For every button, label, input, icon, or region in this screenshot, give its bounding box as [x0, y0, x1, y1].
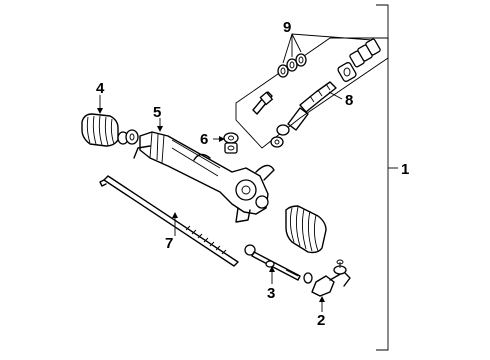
callout-2: 2 [317, 312, 325, 329]
callout-6: 6 [200, 131, 208, 148]
valve-housing [270, 107, 309, 148]
pinion-valve-group [252, 81, 343, 148]
assembly-bracket [376, 4, 398, 351]
seal-bushing [337, 62, 357, 82]
mounting-bolt [223, 132, 239, 154]
rack-housing [133, 131, 275, 223]
seal-ring [277, 64, 289, 78]
callout-labels: 1 2 3 4 5 6 7 8 9 [96, 19, 409, 329]
callout-7: 7 [165, 235, 173, 252]
inner-boot-left [81, 113, 129, 147]
callout-4: 4 [96, 80, 105, 97]
rack-bushing [125, 129, 139, 145]
seal-kit-group [277, 33, 381, 82]
seal-stack [349, 38, 381, 68]
steering-rack-bar [99, 175, 239, 267]
callout-9: 9 [283, 19, 291, 36]
callout-5: 5 [153, 104, 161, 121]
outer-tie-rod-end [311, 259, 351, 297]
jam-nut [303, 272, 313, 284]
seal-ring [286, 58, 298, 72]
input-shaft [252, 91, 274, 115]
callout-8: 8 [345, 92, 353, 109]
inner-tie-rod [244, 244, 301, 281]
seal-ring [295, 53, 307, 67]
callout-1: 1 [401, 161, 409, 178]
callout-3: 3 [267, 285, 275, 302]
inner-boot-right [285, 205, 327, 254]
leader-lines [97, 95, 325, 312]
